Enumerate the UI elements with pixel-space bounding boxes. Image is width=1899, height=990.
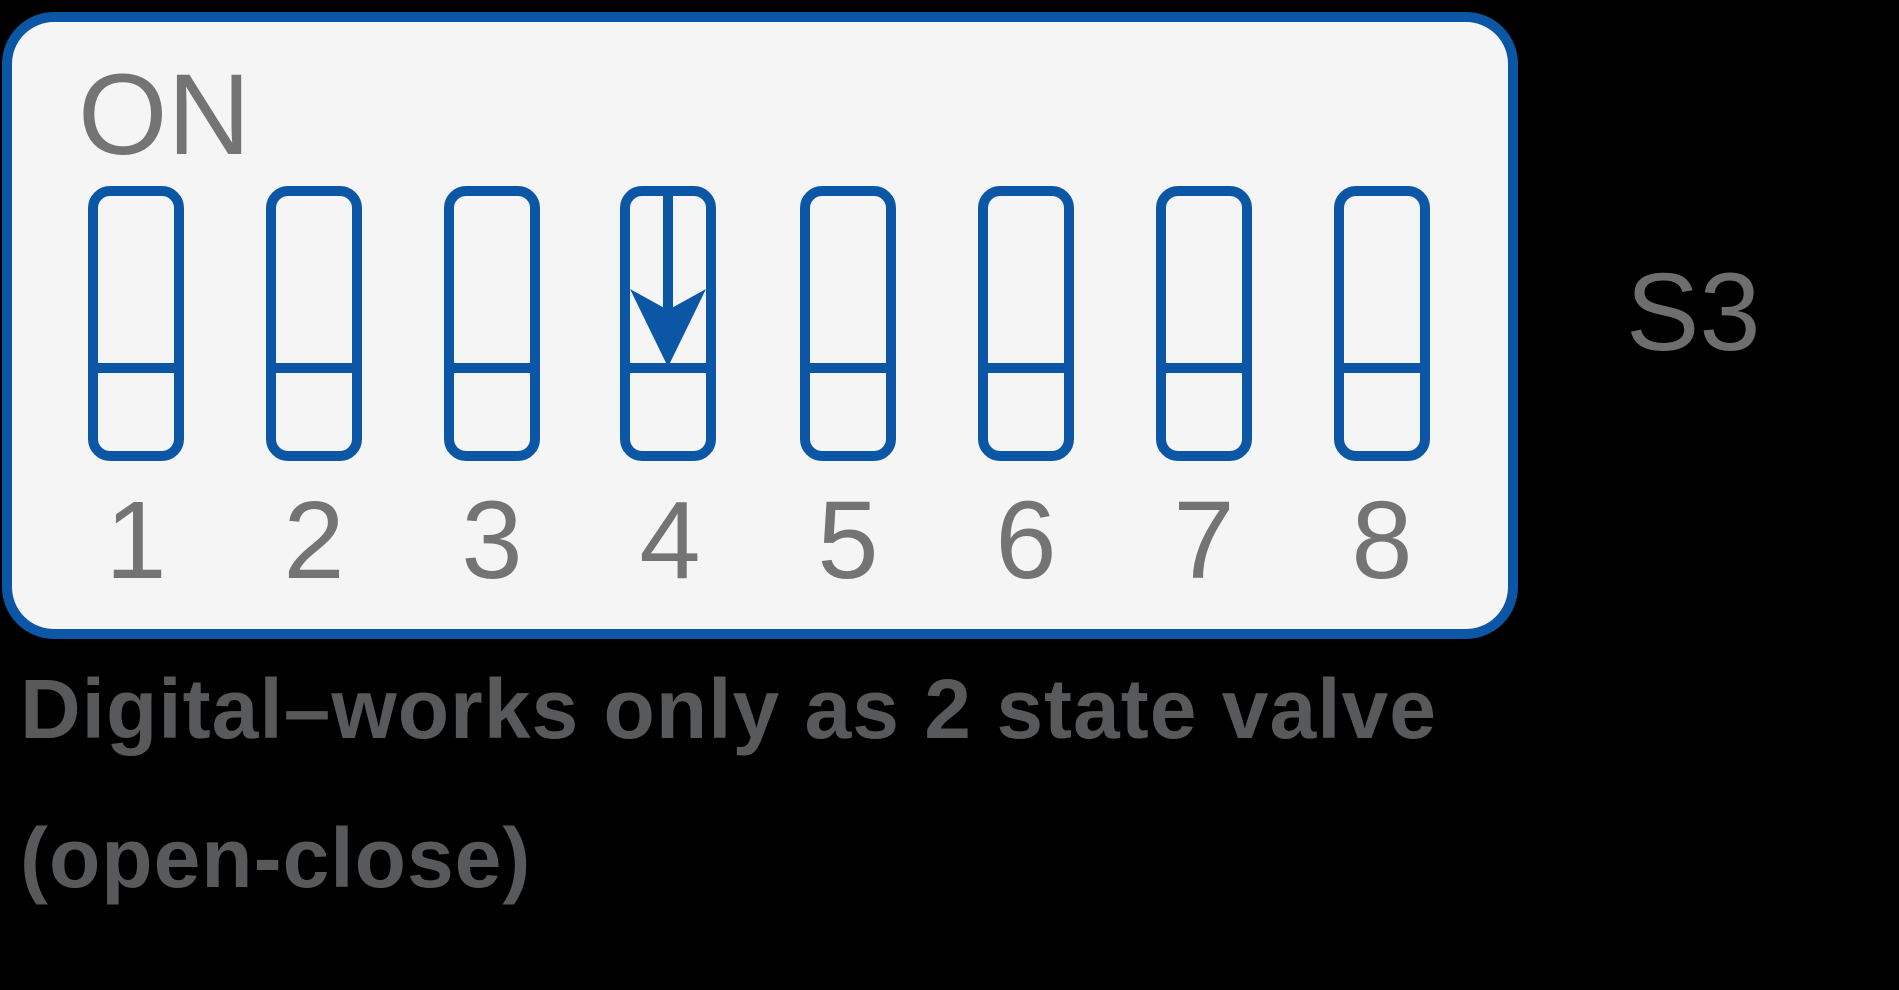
switch-number-8: 8 xyxy=(1351,479,1413,602)
switch-divider xyxy=(810,363,886,373)
caption-line2: (open-close) xyxy=(20,810,532,905)
switch-number-6: 6 xyxy=(995,479,1057,602)
dip-switch-8 xyxy=(1334,186,1430,461)
dip-switch-3 xyxy=(444,186,540,461)
side-label-s3: S3 xyxy=(1626,251,1761,374)
dip-switch-4 xyxy=(620,186,716,461)
down-arrow-icon xyxy=(630,196,706,367)
dip-switch-7 xyxy=(1156,186,1252,461)
switch-divider xyxy=(454,363,530,373)
on-label: ON xyxy=(78,51,251,179)
dip-switch-5 xyxy=(800,186,896,461)
dip-switch-panel: ON xyxy=(2,12,1518,639)
switch-divider xyxy=(1344,363,1420,373)
switch-divider xyxy=(1166,363,1242,373)
switch-divider xyxy=(276,363,352,373)
caption: Digital–works only as 2 state valve (ope… xyxy=(20,635,1880,932)
caption-line1: Digital–works only as 2 state valve xyxy=(20,662,1437,756)
switch-divider xyxy=(988,363,1064,373)
switch-divider xyxy=(630,363,706,373)
dip-switch-6 xyxy=(978,186,1074,461)
switch-number-7: 7 xyxy=(1173,479,1235,602)
switch-number-2: 2 xyxy=(283,479,345,602)
switch-number-3: 3 xyxy=(461,479,523,602)
switch-number-5: 5 xyxy=(817,479,879,602)
switch-number-1: 1 xyxy=(105,479,167,602)
dip-switch-1 xyxy=(88,186,184,461)
dip-switch-2 xyxy=(266,186,362,461)
switch-divider xyxy=(98,363,174,373)
switch-number-4: 4 xyxy=(639,479,701,602)
